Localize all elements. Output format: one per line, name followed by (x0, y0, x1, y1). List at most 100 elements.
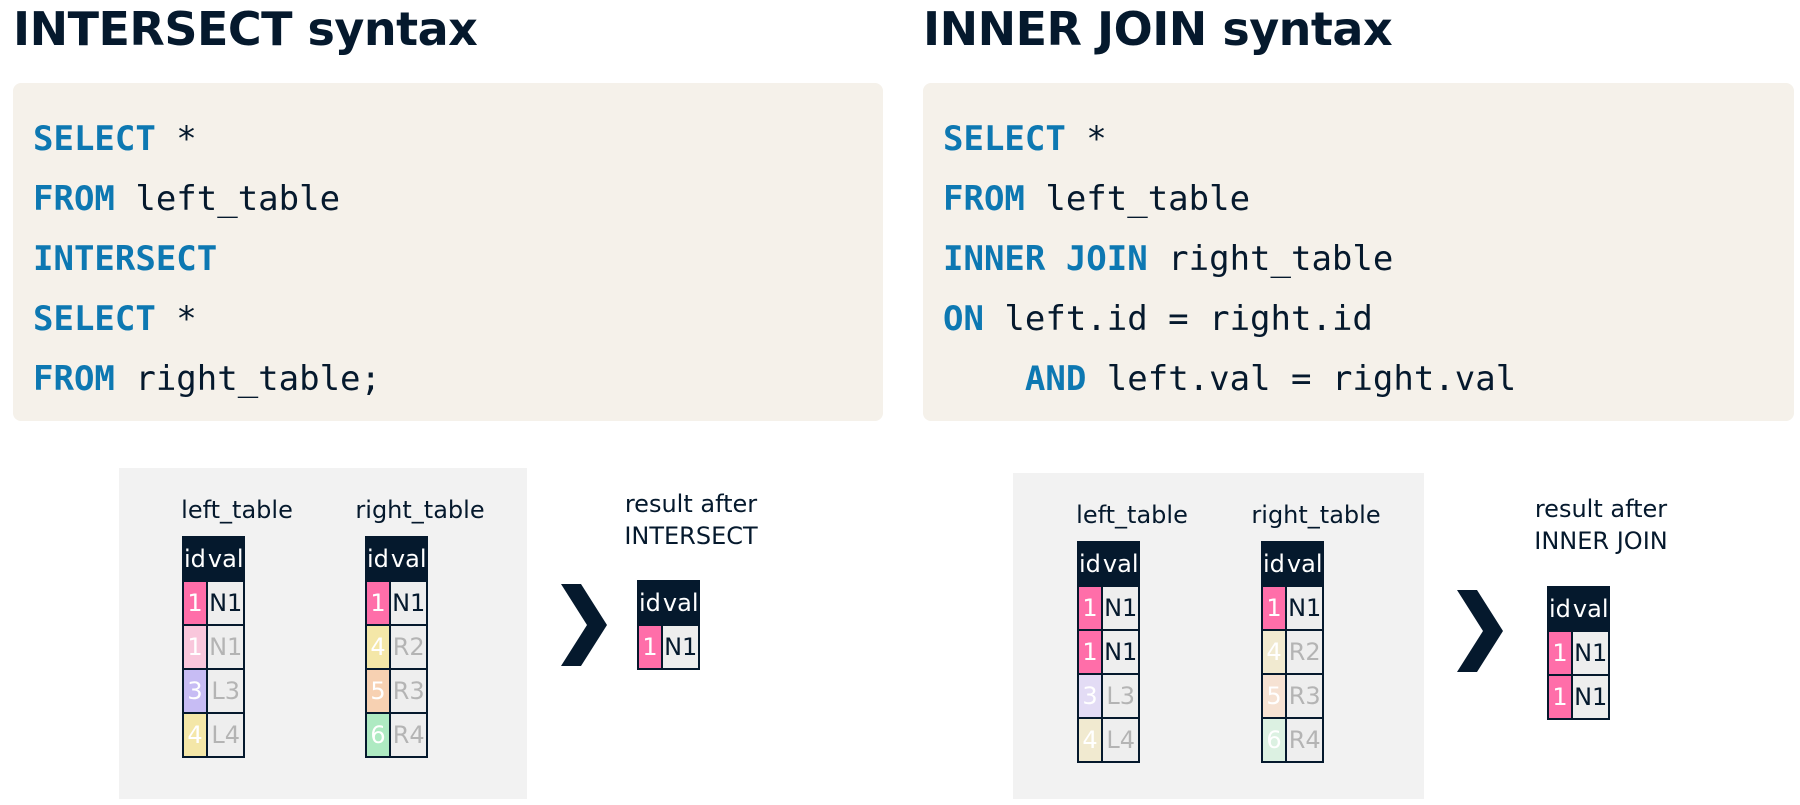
val-cell: N1 (1570, 674, 1611, 720)
val-cell: N1 (388, 580, 429, 626)
sql-text (943, 359, 1025, 399)
result-label-line-2: INNER JOIN (1534, 527, 1668, 555)
id-cell: 1 (182, 580, 208, 626)
id-cell: 3 (1077, 673, 1103, 719)
sql-text: * (1065, 119, 1107, 159)
table-name: right_table (1251, 501, 1381, 529)
code-line: SELECT * (943, 109, 1794, 169)
sql-text: * (155, 299, 197, 339)
sql-text: * (155, 119, 197, 159)
sql-keyword: AND (1024, 359, 1087, 399)
sql-keyword: FROM (33, 179, 115, 219)
column-header: val (388, 536, 429, 582)
id-cell: 5 (365, 668, 391, 714)
val-cell: N1 (660, 624, 701, 670)
val-cell: N1 (1100, 585, 1141, 631)
sql-text: left_table (1024, 179, 1251, 219)
id-cell: 6 (1261, 717, 1287, 763)
val-cell: R2 (1284, 629, 1325, 675)
code-line: AND left.val = right.val (943, 349, 1794, 409)
id-cell: 4 (1261, 629, 1287, 675)
column-header: id (1077, 541, 1103, 587)
column-header: val (660, 580, 701, 626)
id-cell: 1 (1547, 630, 1573, 676)
chevron-right-icon (1457, 590, 1503, 672)
val-cell: N1 (1284, 585, 1325, 631)
code-line: ON left.id = right.id (943, 289, 1794, 349)
sql-keyword: ON (943, 299, 984, 339)
id-cell: 3 (182, 668, 208, 714)
val-cell: R3 (1284, 673, 1325, 719)
id-cell: 1 (365, 580, 391, 626)
id-cell: 1 (1077, 585, 1103, 631)
column-header: id (182, 536, 208, 582)
code-line: INTERSECT (33, 229, 883, 289)
id-cell: 4 (1077, 717, 1103, 763)
id-cell: 5 (1261, 673, 1287, 719)
intersect-result-label: result after INTERSECT (581, 488, 801, 552)
id-cell: 4 (365, 624, 391, 670)
sql-text: right_table (1147, 239, 1394, 279)
val-cell: R3 (388, 668, 429, 714)
column-header: id (1547, 586, 1573, 632)
sql-keyword: FROM (943, 179, 1025, 219)
intersect-title: INTERSECT syntax (13, 2, 478, 56)
val-cell: R2 (388, 624, 429, 670)
column-header: val (1100, 541, 1141, 587)
val-cell: R4 (1284, 717, 1325, 763)
sql-keyword: SELECT (33, 119, 156, 159)
sql-text: left_table (114, 179, 341, 219)
sql-keyword: SELECT (33, 299, 156, 339)
val-cell: N1 (205, 580, 246, 626)
sql-keyword: INNER JOIN (943, 239, 1148, 279)
val-cell: L3 (205, 668, 246, 714)
val-cell: R4 (388, 712, 429, 758)
id-cell: 1 (182, 624, 208, 670)
id-cell: 1 (1077, 629, 1103, 675)
id-cell: 1 (637, 624, 663, 670)
sql-keyword: INTERSECT (33, 239, 218, 279)
sql-text: left.id = right.id (983, 299, 1373, 339)
val-cell: N1 (1570, 630, 1611, 676)
sql-text: left.val = right.val (1086, 359, 1517, 399)
id-cell: 6 (365, 712, 391, 758)
val-cell: N1 (205, 624, 246, 670)
column-header: val (1284, 541, 1325, 587)
column-header: id (637, 580, 663, 626)
code-line: FROM left_table (943, 169, 1794, 229)
chevron-right-icon (561, 584, 607, 666)
table-name: left_table (1076, 501, 1188, 529)
column-header: id (365, 536, 391, 582)
code-line: SELECT * (33, 289, 883, 349)
id-cell: 1 (1261, 585, 1287, 631)
